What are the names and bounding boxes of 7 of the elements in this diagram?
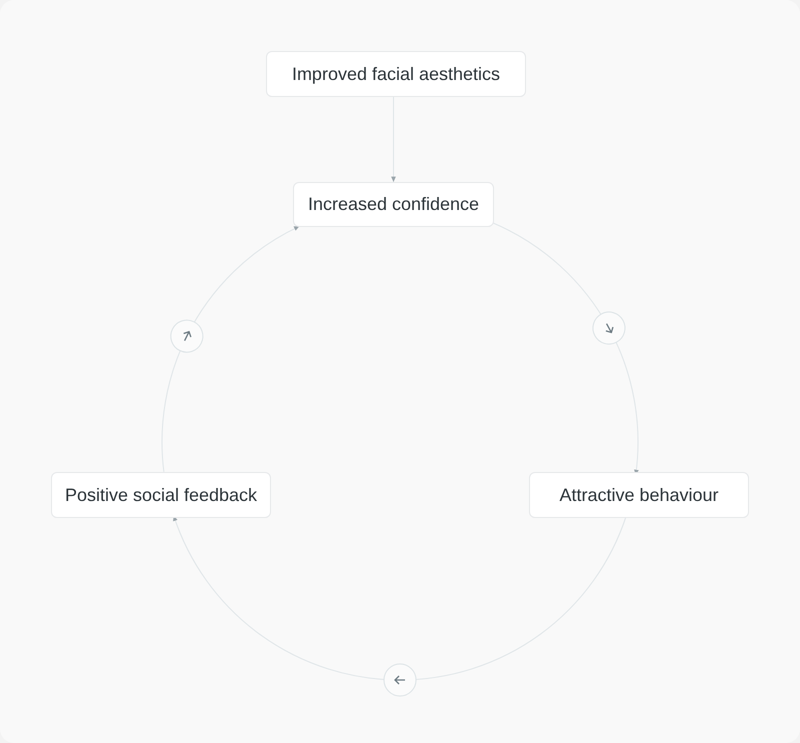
arrow [391,96,396,182]
process-box: Improved facial aesthetics [266,51,526,97]
arrow [173,515,627,696]
arrow [162,226,300,472]
process-box: Increased confidence [293,182,494,227]
process-box: Positive social feedback [51,472,271,518]
process-box: Attractive behaviour [529,472,749,518]
